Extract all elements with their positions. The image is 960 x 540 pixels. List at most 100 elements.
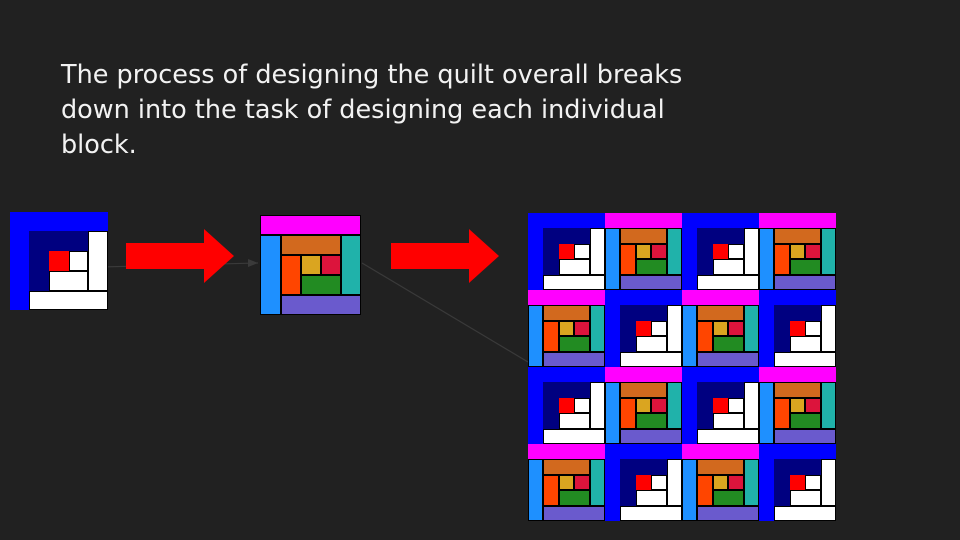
block-b-top-bar [528, 290, 605, 306]
quilt-block-b [682, 444, 759, 521]
block-b-right-bar [743, 459, 759, 506]
block-b-bottom-bar [543, 351, 605, 367]
block-a-left-bar [759, 305, 775, 367]
quilt-block-a [759, 444, 836, 521]
block-b-gold [558, 320, 575, 337]
block-b-gold [712, 320, 729, 337]
block-a [10, 212, 108, 310]
block-b-gold [712, 474, 729, 491]
block-a-bottom [774, 351, 836, 367]
block-a-left-bar [605, 305, 621, 367]
block-b-right-bar [589, 305, 605, 352]
block-a-white-wide [558, 259, 590, 275]
block-b-top-bar [260, 215, 361, 235]
quilt-block-a [682, 367, 759, 444]
block-a-white-small [728, 397, 744, 414]
block-b-top-bar [682, 444, 759, 460]
block-b-gold [789, 397, 806, 414]
block-a-bottom [620, 351, 682, 367]
block-b-left-bar [759, 228, 775, 290]
block-a-bottom [543, 274, 605, 290]
block-a-navy-left [543, 243, 559, 275]
block-b-crimson [574, 320, 590, 337]
block-a-bottom [29, 291, 108, 310]
block-b-gold [558, 474, 575, 491]
block-b-top-center [620, 228, 667, 244]
block-b-crimson [651, 397, 667, 414]
block-a-white-wide [712, 259, 744, 275]
block-a-white-wide [789, 336, 821, 352]
block-a-white-small [805, 474, 821, 491]
block-b-gold [789, 243, 806, 260]
block-a-bottom [620, 505, 682, 521]
block-a-red-center [635, 320, 652, 337]
block-a-navy-left [29, 251, 49, 291]
block-a-left-bar [528, 382, 544, 444]
block-a-left-bar [682, 382, 698, 444]
block-b-bottom-bar [543, 505, 605, 521]
block-b-bottom-bar [281, 295, 361, 315]
block-b-top-bar [605, 213, 682, 229]
block-a-bottom [774, 505, 836, 521]
block-b-green [635, 413, 667, 429]
block-b-left-bar [528, 459, 544, 521]
block-b-top-center [774, 382, 821, 398]
block-a-right [820, 305, 836, 352]
block-a-top-bar [528, 367, 605, 383]
block-b-top-center [543, 305, 590, 321]
block-b-bottom-bar [697, 505, 759, 521]
block-a-red-center [712, 243, 729, 260]
block-a-white-wide [49, 271, 88, 291]
block-b-top-center [774, 228, 821, 244]
quilt-block-b [605, 213, 682, 290]
block-a-white-wide [712, 413, 744, 429]
block-b-crimson [805, 243, 821, 260]
block-a-white-small [651, 474, 667, 491]
block-a-navy-left [620, 320, 636, 352]
block-b-left-bar [682, 459, 698, 521]
block-a-bottom [697, 428, 759, 444]
block-b-top-bar [528, 444, 605, 460]
block-b-top-bar [605, 367, 682, 383]
block-b-left-center [281, 255, 301, 295]
block-a-white-wide [635, 336, 667, 352]
block-a-right [666, 305, 682, 352]
quilt-block-b [759, 367, 836, 444]
block-b-bottom-bar [697, 351, 759, 367]
block-b-right-bar [666, 382, 682, 429]
block-b-crimson [728, 320, 744, 337]
quilt-block-b [759, 213, 836, 290]
block-a-top-bar [605, 290, 682, 306]
block-b-top-center [697, 459, 744, 475]
block-b-crimson [651, 243, 667, 260]
block-b-right-bar [820, 228, 836, 275]
block-b-green [301, 275, 341, 295]
block-a-right [589, 382, 605, 429]
block-a-navy-top [774, 459, 821, 475]
block-b-left-bar [682, 305, 698, 367]
block-b-right-bar [341, 235, 361, 295]
quilt-grid [528, 213, 836, 521]
block-b-left-bar [605, 382, 621, 444]
block-b-gold [301, 255, 321, 275]
block-b-top-center [697, 305, 744, 321]
block-b-gold [635, 243, 652, 260]
block-b-left-center [620, 243, 636, 275]
block-a-red-center [712, 397, 729, 414]
quilt-block-a [682, 213, 759, 290]
block-a-white-wide [635, 490, 667, 506]
block-b-bottom-bar [774, 428, 836, 444]
quilt-block-a [759, 290, 836, 367]
block-a-white-small [574, 397, 590, 414]
block-b-right-bar [666, 228, 682, 275]
block-b-top-bar [682, 290, 759, 306]
block-a-white-small [651, 320, 667, 337]
block-b-top-center [281, 235, 341, 255]
quilt-block-b [605, 367, 682, 444]
block-a-navy-top [697, 228, 744, 244]
block-a-right [743, 228, 759, 275]
quilt-block-b [528, 444, 605, 521]
block-b-green [789, 413, 821, 429]
block-a-navy-left [543, 397, 559, 429]
block-a-navy-top [543, 382, 590, 398]
